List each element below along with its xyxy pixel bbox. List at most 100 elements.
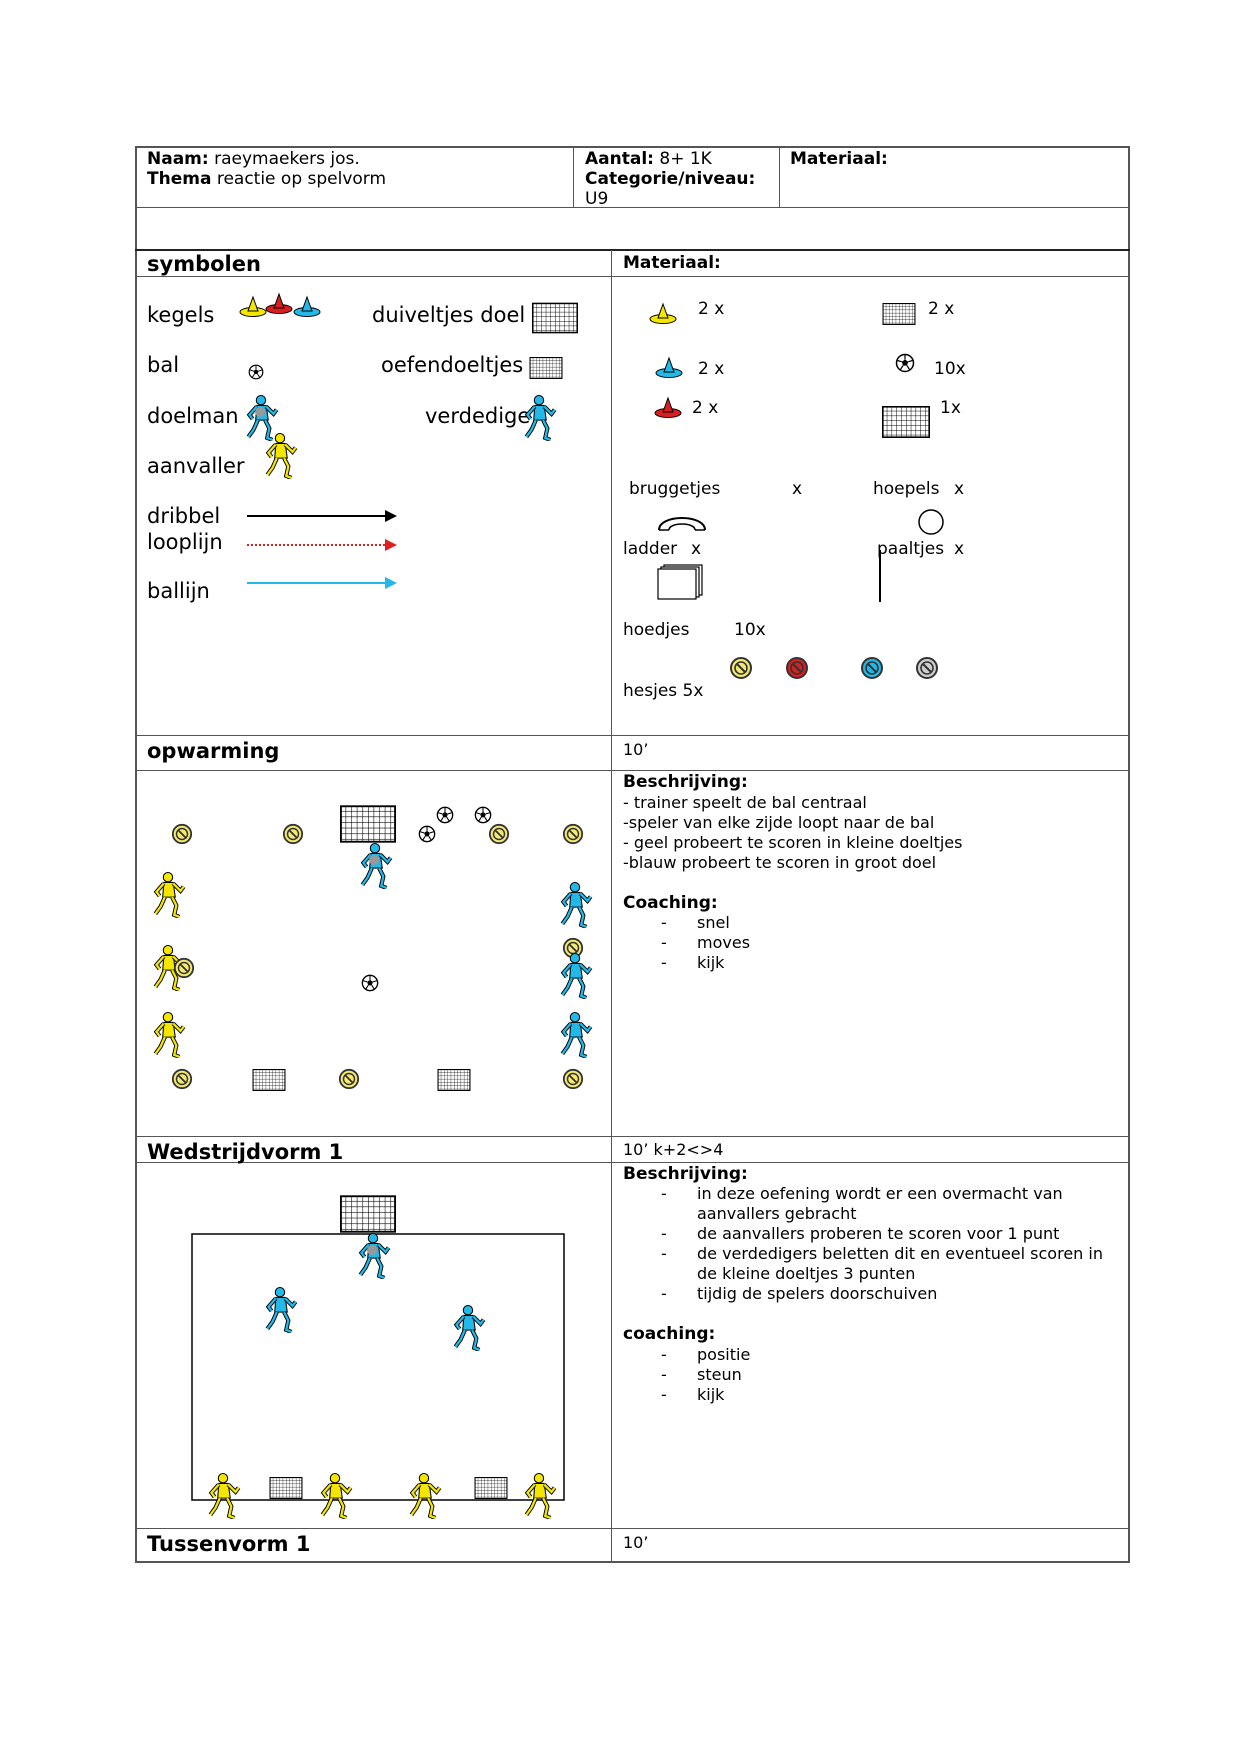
table-border-right bbox=[1128, 146, 1130, 1563]
material-ball-icon bbox=[895, 353, 915, 373]
pole-icon bbox=[877, 550, 883, 604]
tussenvorm-time: 10’ bbox=[623, 1533, 648, 1552]
wedstrijdvorm-diagram bbox=[137, 1163, 611, 1527]
material-small-goal-icon bbox=[878, 303, 920, 325]
doelman-label: doelman bbox=[147, 404, 239, 428]
hat-icon bbox=[284, 825, 302, 843]
coaching-item: positie bbox=[697, 1345, 750, 1365]
hoedjes-count: 10x bbox=[734, 620, 766, 640]
small-goal-count: 2 x bbox=[928, 299, 954, 319]
hoepels-label: hoepels bbox=[873, 479, 939, 499]
blue-cone-icon bbox=[292, 295, 322, 317]
coaching-item: moves bbox=[697, 933, 750, 953]
opwarming-beschrijving-label: Beschrijving: bbox=[623, 772, 748, 792]
red-cone-count: 2 x bbox=[692, 398, 718, 418]
aantal-label: Aantal: bbox=[585, 149, 654, 169]
row-line-opwarming-head bbox=[135, 735, 1130, 736]
red-cone-icon bbox=[264, 292, 294, 314]
wedstrijdvorm-beschrijving-label: Beschrijving: bbox=[623, 1164, 748, 1184]
looplijn-label: looplijn bbox=[147, 530, 223, 554]
hat-icon bbox=[173, 825, 191, 843]
aantal-value: 8+ 1K bbox=[659, 149, 711, 169]
attacker-icon bbox=[155, 1013, 183, 1057]
center-ball-icon bbox=[362, 975, 377, 990]
thema-label: Thema bbox=[147, 169, 211, 189]
list-item: -kijk bbox=[623, 1385, 1103, 1405]
beschrijving-item: de kleine doeltjes 3 punten bbox=[697, 1264, 915, 1284]
ladder-icon bbox=[656, 563, 706, 601]
grey-bib-icon bbox=[915, 656, 939, 680]
column-divider bbox=[611, 250, 612, 1563]
kegels-label: kegels bbox=[147, 303, 214, 327]
categorie-label: Categorie/niveau: bbox=[585, 169, 755, 189]
list-item: -kijk bbox=[623, 953, 1103, 973]
symbolen-title: symbolen bbox=[147, 252, 261, 276]
defender-icon bbox=[562, 883, 590, 927]
defender-icon bbox=[562, 1013, 590, 1057]
attacker-icon bbox=[263, 433, 299, 479]
looplijn-arrow-icon bbox=[247, 539, 397, 551]
big-goal-icon bbox=[341, 806, 395, 841]
table-border-top bbox=[135, 146, 1130, 148]
defender-icon bbox=[267, 1288, 295, 1332]
hoop-icon bbox=[917, 508, 945, 536]
dribbel-label: dribbel bbox=[147, 504, 220, 528]
list-item: -steun bbox=[623, 1365, 1103, 1385]
attacker-icon bbox=[526, 1474, 554, 1518]
header-materiaal-label: Materiaal: bbox=[790, 149, 888, 169]
ladder-label: ladder bbox=[623, 539, 677, 559]
attacker-icon bbox=[210, 1474, 238, 1518]
bal-label: bal bbox=[147, 353, 179, 377]
header-divider-1 bbox=[573, 146, 574, 208]
large-goal-count: 1x bbox=[940, 398, 961, 418]
row-line-header bbox=[135, 207, 1130, 208]
hat-icon bbox=[340, 1070, 358, 1088]
naam-line: Naam: raeymaekers jos. bbox=[147, 149, 360, 169]
ladder-count: x bbox=[691, 539, 701, 559]
hesjes-label: hesjes 5x bbox=[623, 681, 703, 701]
bridge-icon bbox=[656, 508, 708, 532]
goalkeeper-icon bbox=[362, 844, 390, 888]
small-goal-icon bbox=[270, 1478, 302, 1499]
attacker-icon bbox=[155, 873, 183, 917]
goalkeeper-icon bbox=[360, 1234, 388, 1278]
hat-icon bbox=[564, 1070, 582, 1088]
hat-icon bbox=[564, 825, 582, 843]
duiveltjes-doel-label: duiveltjes doel bbox=[372, 303, 525, 327]
big-goal-icon bbox=[341, 1196, 395, 1231]
list-item-continuation: de kleine doeltjes 3 punten bbox=[623, 1264, 1123, 1284]
hoepels-count: x bbox=[954, 479, 964, 499]
blue-cone-count: 2 x bbox=[698, 359, 724, 379]
ball-icon bbox=[419, 826, 434, 841]
wedstrijdvorm-beschrijving-list: -in deze oefening wordt er een overmacht… bbox=[623, 1184, 1123, 1304]
beschrijving-item: de aanvallers proberen te scoren voor 1 … bbox=[697, 1224, 1059, 1244]
opwarming-diagram bbox=[137, 771, 611, 1135]
small-goal-icon bbox=[475, 1478, 507, 1499]
dribbel-arrow-icon bbox=[247, 510, 397, 522]
small-goal-icon bbox=[253, 1070, 285, 1091]
ball-icon bbox=[475, 807, 490, 822]
verdediger-label: verdedige bbox=[425, 404, 530, 428]
wedstrijdvorm-coaching-label: coaching: bbox=[623, 1324, 715, 1344]
tussenvorm-title: Tussenvorm 1 bbox=[147, 1532, 310, 1556]
hoedjes-label: hoedjes bbox=[623, 620, 689, 640]
beschrijving-item: aanvallers gebracht bbox=[697, 1204, 857, 1224]
coaching-item: kijk bbox=[697, 1385, 724, 1405]
material-large-goal-icon bbox=[882, 405, 930, 439]
yellow-bib-icon bbox=[729, 656, 753, 680]
duiveltjes-goal-icon bbox=[532, 302, 578, 334]
hat-icon bbox=[490, 825, 508, 843]
beschrijving-item: in deze oefening wordt er een overmacht … bbox=[697, 1184, 1063, 1204]
red-bib-icon bbox=[785, 656, 809, 680]
yellow-cone-count: 2 x bbox=[698, 299, 724, 319]
oefendoeltjes-label: oefendoeltjes bbox=[381, 353, 523, 377]
opwarming-coaching-list: -snel -moves -kijk bbox=[623, 913, 1103, 973]
aantal-line: Aantal: 8+ 1K bbox=[585, 149, 712, 169]
list-item: -snel bbox=[623, 913, 1103, 933]
materiaal-title: Materiaal: bbox=[623, 253, 721, 273]
material-blue-cone-icon bbox=[654, 356, 684, 378]
header-divider-2 bbox=[779, 146, 780, 208]
list-item: -tijdig de spelers doorschuiven bbox=[623, 1284, 1123, 1304]
aanvaller-label: aanvaller bbox=[147, 454, 245, 478]
